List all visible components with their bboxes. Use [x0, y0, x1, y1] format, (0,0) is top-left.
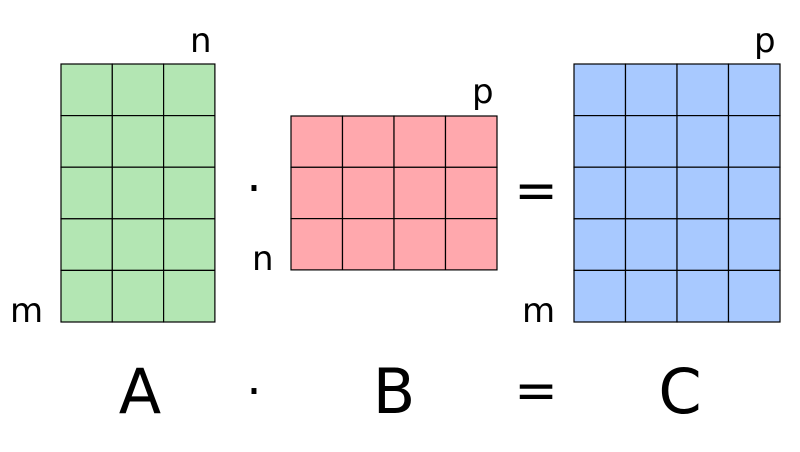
matrix-c: p m [522, 21, 781, 331]
matrix-c-cell [573, 114, 627, 168]
matrix-b-name: B [373, 355, 416, 428]
matrix-a-col-dim-label: n [190, 21, 212, 61]
matrix-c-cell [727, 218, 781, 272]
matrix-a-cell [111, 269, 165, 323]
matrix-b-row-dim-label: n [252, 239, 274, 279]
matrix-b-col-dim-label: p [472, 72, 494, 112]
matrix-b-cell [444, 115, 498, 168]
matrix-c-cell [676, 63, 730, 117]
matrix-b-cell [290, 115, 344, 168]
matrix-a-cells [60, 63, 216, 323]
multiply-operator-top: · [246, 161, 261, 217]
matrix-a-row-dim-label: m [10, 291, 43, 331]
matrix-c-cell [624, 166, 678, 220]
matrix-b-cell [341, 115, 395, 168]
matrix-b-cell [341, 166, 395, 220]
matrix-b-cell [341, 218, 395, 271]
matrix-c-cell [573, 218, 627, 272]
equals-operator-bottom: = [514, 361, 558, 421]
matrix-c-cell [624, 114, 678, 168]
matrix-a-cell [60, 269, 113, 323]
matrix-c-cell [573, 269, 627, 323]
matrix-a-cell [60, 166, 113, 220]
matrix-b: p n [252, 72, 498, 279]
matrix-a: n m [10, 21, 216, 331]
matrix-c-cell [573, 166, 627, 220]
matrix-b-cell [393, 166, 447, 220]
matrix-c-col-dim-label: p [754, 21, 776, 61]
matrix-c-cell [727, 63, 781, 117]
matrix-a-cell [111, 114, 165, 168]
equals-operator-top: = [514, 161, 558, 221]
matrix-a-cell [163, 166, 216, 220]
matrix-a-cell [163, 218, 216, 272]
matrix-b-cell [393, 218, 447, 271]
matrix-b-cell [444, 218, 498, 271]
matrix-b-cell [290, 166, 344, 220]
matrix-c-cell [727, 166, 781, 220]
matrix-a-cell [163, 269, 216, 323]
matrix-b-cells [290, 115, 498, 271]
multiply-operator-bottom: · [246, 364, 261, 420]
matrix-c-name: C [658, 355, 701, 428]
matrix-c-cell [727, 269, 781, 323]
matrix-c-cell [624, 269, 678, 323]
matrix-a-cell [111, 218, 165, 272]
matrix-b-cell [393, 115, 447, 168]
matrix-a-cell [60, 63, 113, 117]
matrix-c-cell [727, 114, 781, 168]
matrix-c-cell [676, 166, 730, 220]
matrix-a-cell [163, 63, 216, 117]
matrix-c-row-dim-label: m [522, 291, 555, 331]
matrix-c-cell [676, 269, 730, 323]
matrix-a-cell [60, 218, 113, 272]
matrix-a-cell [111, 166, 165, 220]
matrix-b-cell [290, 218, 344, 271]
matrix-a-name: A [119, 355, 161, 428]
matrix-a-cell [60, 114, 113, 168]
matrix-c-cell [676, 114, 730, 168]
matrix-a-cell [111, 63, 165, 117]
matrix-c-cell [573, 63, 627, 117]
matrix-c-cell [676, 218, 730, 272]
matrix-b-cell [444, 166, 498, 220]
matrix-a-cell [163, 114, 216, 168]
matrix-c-cell [624, 63, 678, 117]
matrix-c-cell [624, 218, 678, 272]
matrix-c-cells [573, 63, 781, 323]
